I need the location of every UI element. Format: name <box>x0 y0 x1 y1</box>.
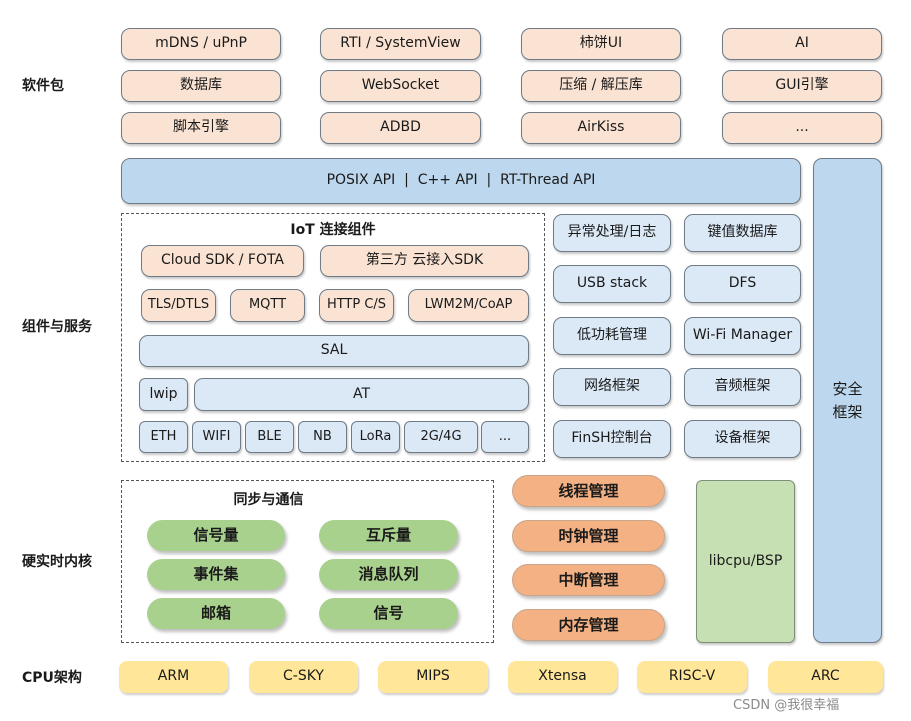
third-party-sdk-box: 第三方 云接入SDK <box>320 245 529 277</box>
layer-label-packages: 软件包 <box>22 78 64 94</box>
kernel-mgmt-item: 内存管理 <box>512 609 665 641</box>
iot-group-title: IoT 连接组件 <box>290 222 376 238</box>
package-box: 数据库 <box>121 70 281 102</box>
sync-item: 邮箱 <box>147 598 285 629</box>
kernel-mgmt-item: 时钟管理 <box>512 520 665 552</box>
sync-group-title: 同步与通信 <box>233 492 304 508</box>
iot-group <box>121 213 545 462</box>
link-box: NB <box>298 421 347 453</box>
api-bar: POSIX API | C++ API | RT-Thread API <box>121 158 801 204</box>
sync-item: 互斥量 <box>319 520 458 551</box>
watermark-text: CSDN @我很幸福 <box>733 698 840 713</box>
cpu-arch-box: ARM <box>119 661 228 693</box>
protocol-box: MQTT <box>230 289 305 322</box>
service-box: 网络框架 <box>553 368 671 406</box>
service-box: FinSH控制台 <box>553 420 671 458</box>
sync-item: 消息队列 <box>319 559 458 590</box>
package-box: RTI / SystemView <box>320 28 481 60</box>
package-box: 压缩 / 解压库 <box>521 70 681 102</box>
service-box: 键值数据库 <box>684 214 801 252</box>
at-box: AT <box>194 378 529 411</box>
cpu-arch-box: Xtensa <box>508 661 617 693</box>
package-box: WebSocket <box>320 70 481 102</box>
kernel-mgmt-item: 中断管理 <box>512 564 665 596</box>
cpu-arch-box: MIPS <box>378 661 488 693</box>
service-box: 音频框架 <box>684 368 801 406</box>
package-box: ADBD <box>320 112 481 144</box>
package-box: AI <box>722 28 882 60</box>
service-box: Wi-Fi Manager <box>684 317 801 355</box>
service-box: DFS <box>684 265 801 303</box>
link-box: LoRa <box>351 421 400 453</box>
layer-label-kernel: 硬实时内核 <box>22 554 92 570</box>
lwip-box: lwip <box>139 378 188 411</box>
link-box: 2G/4G <box>404 421 478 453</box>
package-box: AirKiss <box>521 112 681 144</box>
link-box: WIFI <box>192 421 241 453</box>
sync-item: 事件集 <box>147 559 285 590</box>
cpu-arch-box: ARC <box>768 661 883 693</box>
sync-group <box>121 480 494 643</box>
service-box: USB stack <box>553 265 671 303</box>
link-box: ETH <box>139 421 188 453</box>
protocol-box: TLS/DTLS <box>141 289 216 322</box>
sal-box: SAL <box>139 335 529 367</box>
service-box: 低功耗管理 <box>553 317 671 355</box>
sync-item: 信号量 <box>147 520 285 551</box>
package-box: ... <box>722 112 882 144</box>
cloud-sdk-box: Cloud SDK / FOTA <box>141 245 304 277</box>
service-box: 设备框架 <box>684 420 801 458</box>
layer-label-components: 组件与服务 <box>22 319 92 335</box>
kernel-mgmt-item: 线程管理 <box>512 475 665 507</box>
protocol-box: LWM2M/CoAP <box>408 289 529 322</box>
package-box: 脚本引擎 <box>121 112 281 144</box>
link-box: ... <box>481 421 529 453</box>
protocol-box: HTTP C/S <box>319 289 394 322</box>
security-framework: 安全 框架 <box>813 158 882 643</box>
sync-item: 信号 <box>319 598 458 629</box>
cpu-arch-box: RISC-V <box>637 661 747 693</box>
package-box: GUI引擎 <box>722 70 882 102</box>
service-box: 异常处理/日志 <box>553 214 671 252</box>
link-box: BLE <box>245 421 294 453</box>
package-box: mDNS / uPnP <box>121 28 281 60</box>
libcpu-bsp-box: libcpu/BSP <box>696 480 795 643</box>
layer-label-cpu: CPU架构 <box>22 670 82 686</box>
cpu-arch-box: C-SKY <box>249 661 358 693</box>
package-box: 柿饼UI <box>521 28 681 60</box>
